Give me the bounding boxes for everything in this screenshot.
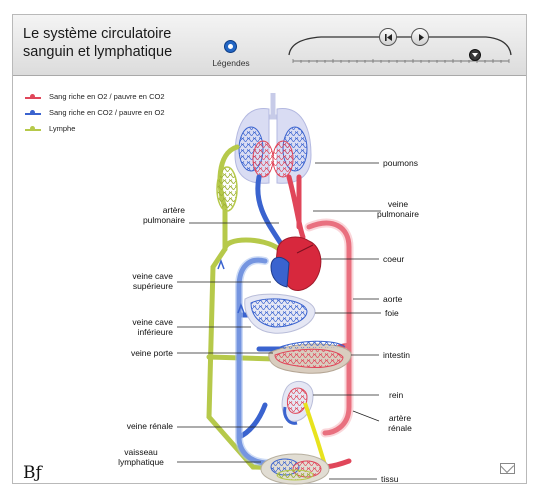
green-dot-icon	[30, 126, 35, 131]
label-veine-pulmonaire: veine pulmonaire	[369, 199, 427, 219]
label-line: supérieure	[132, 281, 173, 291]
mail-icon[interactable]	[500, 463, 515, 474]
label-aorte: aorte	[383, 294, 403, 304]
arterial-outline	[304, 218, 354, 438]
timeline-control	[281, 19, 521, 73]
label-vaisseau-lymphatique: vaisseau lymphatique	[109, 447, 173, 467]
label-artere-pulmonaire: artère pulmonaire	[129, 205, 185, 225]
radio-dot-icon	[224, 40, 237, 53]
kidney	[281, 380, 327, 466]
legend-toggle-button[interactable]: Légendes	[201, 37, 261, 71]
flow-arrow-icon	[217, 258, 225, 270]
timeline-track	[288, 36, 512, 63]
page-title: Le système circulatoire sanguin et lymph…	[23, 25, 213, 61]
header-bar: Le système circulatoire sanguin et lymph…	[13, 15, 526, 76]
label-line: inférieure	[137, 327, 173, 337]
liver	[244, 293, 316, 334]
title-line-2: sanguin et lymphatique	[23, 44, 173, 60]
label-line: artère	[388, 413, 412, 423]
circulation-diagram	[177, 93, 381, 485]
label-line: lymphatique	[118, 457, 164, 467]
label-intestin: intestin	[383, 350, 410, 360]
venous-outline	[235, 256, 273, 467]
label-veine-cave-inferieure: veine cave inférieure	[109, 317, 173, 337]
rewind-button[interactable]	[379, 28, 397, 46]
publisher-logo: Bƒ	[23, 463, 42, 483]
timeline-scrubber-handle[interactable]	[469, 49, 481, 61]
label-veine-cave-superieure: veine cave supérieure	[109, 271, 173, 291]
label-artere-renale: artère rénale	[377, 413, 423, 433]
flow-arrow-icon	[237, 302, 245, 314]
legend-text: Sang riche en CO2 / pauvre en O2	[49, 108, 165, 117]
label-tissu: tissu	[381, 474, 399, 484]
label-coeur: coeur	[383, 254, 405, 264]
label-veine-renale: veine rénale	[126, 421, 173, 431]
label-veine-porte: veine porte	[130, 348, 173, 358]
legend-text: Lymphe	[49, 124, 76, 133]
legend-toggle-label: Légendes	[212, 58, 250, 68]
label-line: veine cave	[132, 271, 173, 281]
label-line: vaisseau	[124, 447, 158, 457]
tissue	[260, 453, 330, 485]
lungs	[234, 93, 312, 184]
leader-lines	[177, 162, 381, 480]
app-frame: Le système circulatoire sanguin et lymph…	[12, 14, 527, 485]
play-button[interactable]	[411, 28, 429, 46]
blue-dot-icon	[30, 110, 35, 115]
red-dot-icon	[30, 94, 35, 99]
label-line: veine cave	[132, 317, 173, 327]
label-rein: rein	[389, 390, 404, 400]
skip-back-icon	[385, 34, 392, 41]
lymph-node-upper	[216, 166, 238, 212]
label-line: veine	[387, 199, 409, 209]
heart	[270, 236, 322, 291]
play-icon	[419, 34, 424, 41]
label-foie: foie	[385, 308, 399, 318]
label-line: rénale	[388, 423, 412, 433]
title-line-1: Le système circulatoire	[23, 26, 172, 42]
label-poumons: poumons	[383, 158, 418, 168]
intestine	[268, 340, 352, 374]
label-line: pulmonaire	[376, 209, 420, 219]
label-line: artère	[162, 205, 185, 215]
label-line: pulmonaire	[142, 215, 185, 225]
legend-text: Sang riche en O2 / pauvre en CO2	[49, 92, 165, 101]
